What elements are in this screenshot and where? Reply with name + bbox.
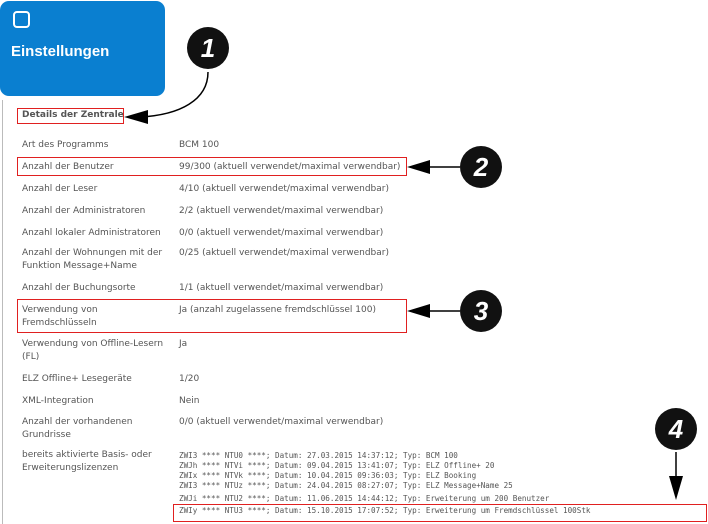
row-label: Verwendung von Fremdschlüsseln xyxy=(22,305,98,328)
row-value: 0/0 (aktuell verwendet/maximal verwendba… xyxy=(179,228,384,238)
row-value: 4/10 (aktuell verwendet/maximal verwendb… xyxy=(179,184,389,194)
row-value: Ja (anzahl zugelassene fremdschlüssel 10… xyxy=(179,305,376,315)
row-value: 0/25 (aktuell verwendet/maximal verwendb… xyxy=(179,248,389,258)
row-value: 1/1 (aktuell verwendet/maximal verwendba… xyxy=(179,283,384,293)
highlight-box-3 xyxy=(17,299,407,333)
row-label: Verwendung von Offline-Lesern (FL) xyxy=(22,339,164,362)
row-value: 99/300 (aktuell verwendet/maximal verwen… xyxy=(179,162,401,172)
license-line: ZWJi **** NTU2 ****; Datum: 11.06.2015 1… xyxy=(179,494,550,503)
row-value: 0/0 (aktuell verwendet/maximal verwendba… xyxy=(179,417,384,427)
row-label: Anzahl der Buchungsorte xyxy=(22,283,136,293)
row-value: Ja xyxy=(179,339,188,349)
row-value: 1/20 xyxy=(179,374,200,384)
row-value: BCM 100 xyxy=(179,140,220,150)
section-title: Details der Zentrale xyxy=(22,110,124,120)
callout-4: 4 xyxy=(655,408,697,450)
callout-1: 1 xyxy=(187,27,229,69)
row-label: ELZ Offline+ Lesegeräte xyxy=(22,374,132,384)
settings-tile[interactable]: Einstellungen xyxy=(0,1,165,96)
square-icon xyxy=(13,11,30,28)
callout-3: 3 xyxy=(460,290,502,332)
highlight-box-1 xyxy=(17,108,124,124)
row-label: XML-Integration xyxy=(22,396,94,406)
license-line: ZWIx **** NTVk ****; Datum: 10.04.2015 0… xyxy=(179,471,477,480)
row-label: bereits aktivierte Basis- oder Erweiteru… xyxy=(22,450,152,473)
row-label: Anzahl der Benutzer xyxy=(22,162,114,172)
row-value: 2/2 (aktuell verwendet/maximal verwendba… xyxy=(179,206,384,216)
license-line: ZWJh **** NTVi ****; Datum: 09.04.2015 1… xyxy=(179,461,495,470)
row-label: Anzahl der Wohnungen mit der Funktion Me… xyxy=(22,248,163,271)
tile-title: Einstellungen xyxy=(11,43,110,60)
highlight-box-4 xyxy=(173,504,707,522)
row-label: Art des Programms xyxy=(22,140,109,150)
row-value: Nein xyxy=(179,396,200,406)
license-line: ZWI3 **** NTUz ****; Datum: 24.04.2015 0… xyxy=(179,481,513,490)
highlight-box-2 xyxy=(17,157,407,176)
content-border xyxy=(2,100,3,524)
row-label: Anzahl der vorhandenen Grundrisse xyxy=(22,417,133,440)
license-line: ZWIy **** NTU3 ****; Datum: 15.10.2015 1… xyxy=(179,506,591,515)
row-label: Anzahl lokaler Administratoren xyxy=(22,228,161,238)
callout-2: 2 xyxy=(460,146,502,188)
row-label: Anzahl der Leser xyxy=(22,184,98,194)
row-label: Anzahl der Administratoren xyxy=(22,206,146,216)
license-line: ZWI3 **** NTU0 ****; Datum: 27.03.2015 1… xyxy=(179,451,458,460)
